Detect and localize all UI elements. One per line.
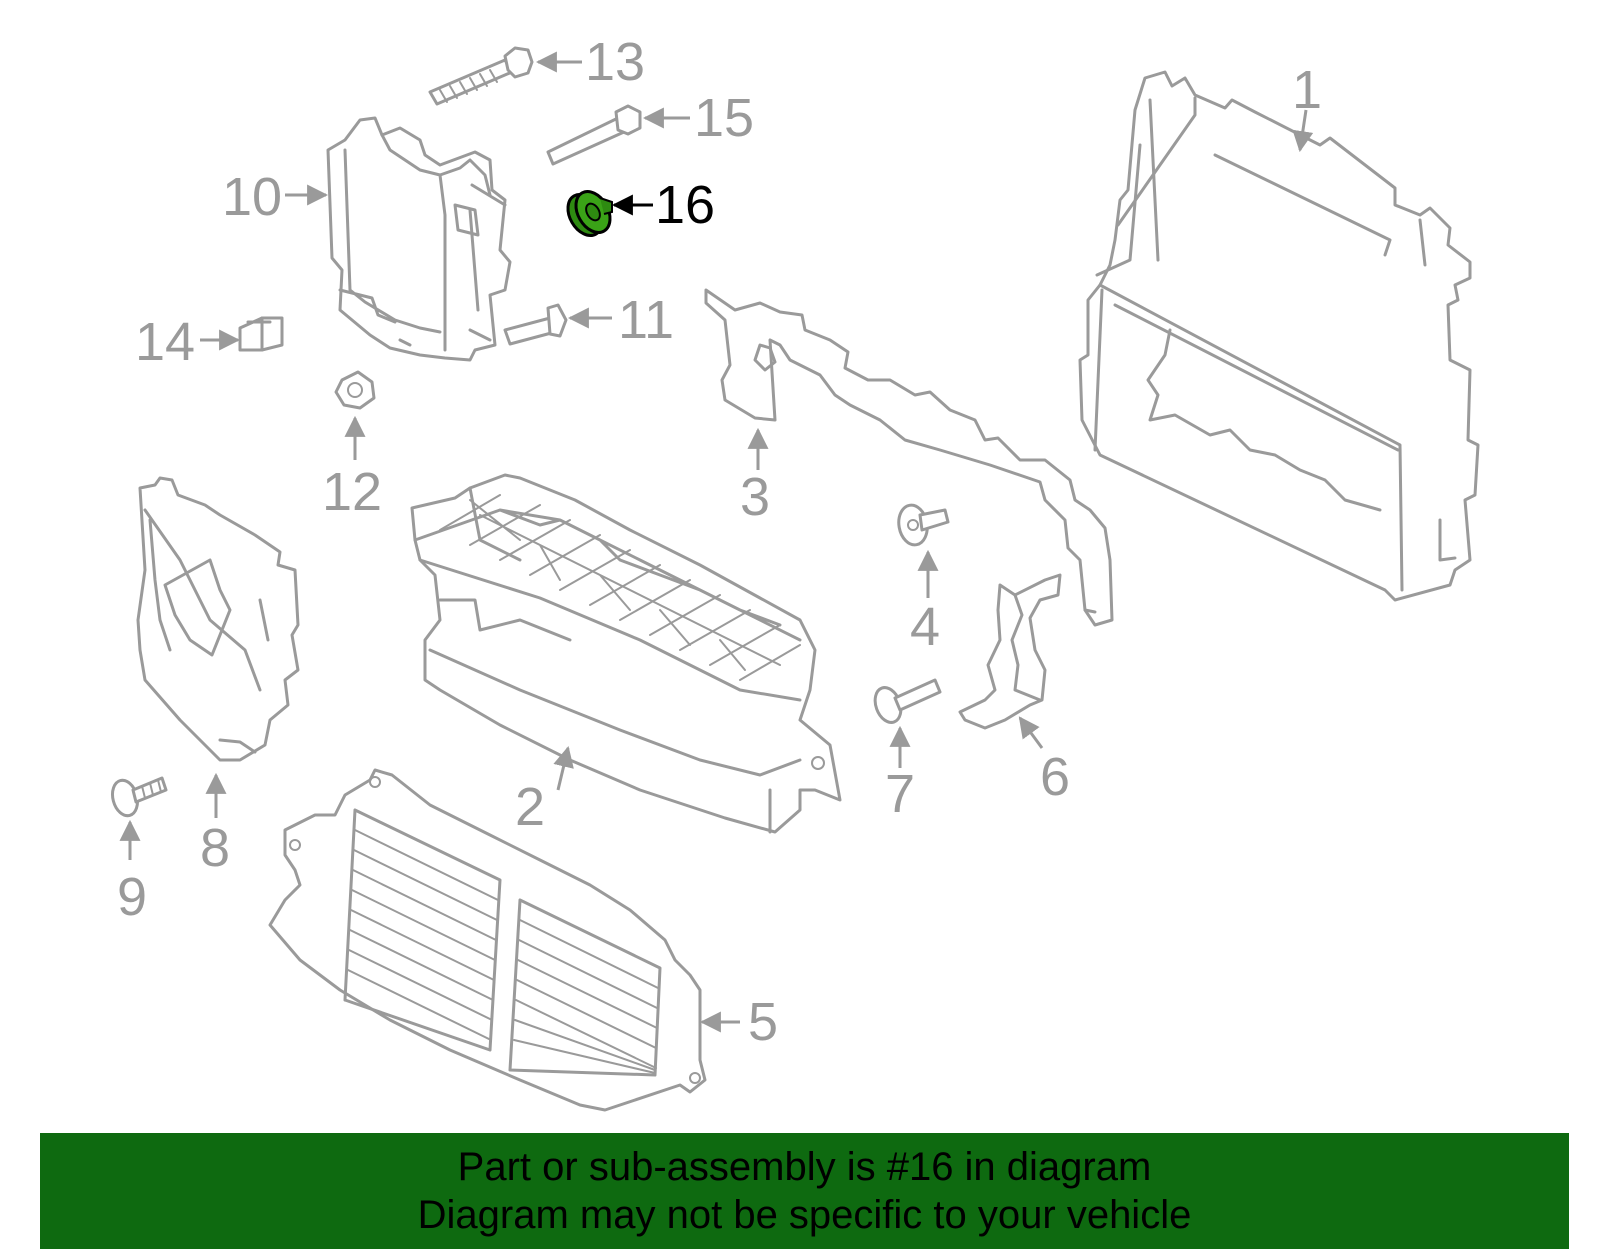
callout-16-highlighted: 16 xyxy=(655,175,715,235)
part-16-grommet-highlighted xyxy=(566,190,613,237)
callout-4: 4 xyxy=(910,597,940,657)
part-8-side-deflector xyxy=(136,476,300,762)
callout-7: 7 xyxy=(885,764,915,824)
callout-1: 1 xyxy=(1292,60,1322,120)
part-9-screw xyxy=(111,776,168,818)
part-14-clip xyxy=(238,316,284,352)
info-banner: Part or sub-assembly is #16 in diagram D… xyxy=(40,1133,1569,1249)
callout-14: 14 xyxy=(135,312,195,372)
callout-8: 8 xyxy=(200,818,230,878)
callout-15: 15 xyxy=(694,88,754,148)
part-2-shutter-assembly xyxy=(410,473,842,834)
callout-9: 9 xyxy=(117,867,147,927)
leader-arrows xyxy=(119,51,1314,1033)
banner-line-part-number: Part or sub-assembly is #16 in diagram xyxy=(457,1145,1152,1189)
part-13-bolt xyxy=(428,46,534,106)
callout-6: 6 xyxy=(1040,747,1070,807)
part-6-lower-bracket xyxy=(958,573,1062,730)
callout-11: 11 xyxy=(618,290,674,350)
part-5-lower-grille xyxy=(268,768,707,1112)
part-7-screw xyxy=(873,678,942,724)
callout-10: 10 xyxy=(222,167,282,227)
callout-2: 2 xyxy=(515,777,545,837)
callout-12: 12 xyxy=(322,462,382,522)
part-4-screw xyxy=(897,503,950,547)
part-15-bolt xyxy=(546,104,642,166)
callout-3: 3 xyxy=(740,467,770,527)
callout-5: 5 xyxy=(748,992,778,1052)
part-3-upper-bracket xyxy=(704,288,1114,627)
parts-diagram: 1 2 3 4 5 6 7 8 9 10 11 12 13 14 15 16 xyxy=(111,32,1480,1112)
callout-labels: 1 2 3 4 5 6 7 8 9 10 11 12 13 14 15 16 xyxy=(117,32,1322,1052)
banner-line-disclaimer: Diagram may not be specific to your vehi… xyxy=(417,1193,1192,1237)
part-1-radiator-support xyxy=(1078,70,1480,602)
part-10-air-guide xyxy=(326,116,512,362)
part-12-nut xyxy=(334,370,376,410)
part-11-bolt xyxy=(503,303,568,346)
callout-13: 13 xyxy=(585,32,645,92)
